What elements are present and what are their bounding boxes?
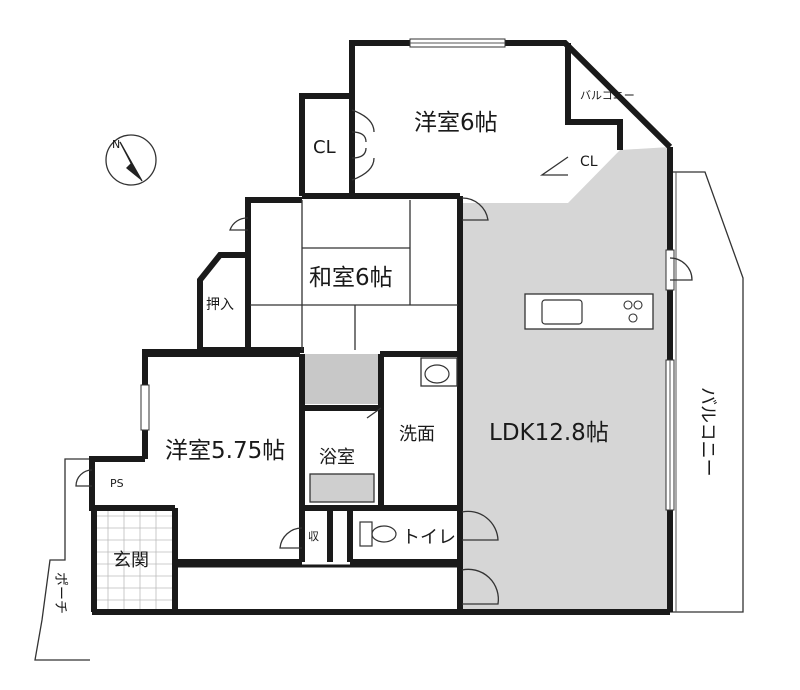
label-ldk: LDK12.8帖 xyxy=(489,420,609,446)
label-bathroom: 浴室 xyxy=(319,447,355,468)
label-storage: 収 xyxy=(308,530,319,543)
label-western-room-north: 洋室6帖 xyxy=(414,110,498,136)
label-washroom: 洗面 xyxy=(399,424,435,445)
label-closet-east: CL xyxy=(580,154,598,170)
porch-outline xyxy=(34,458,90,661)
compass-north-label: N xyxy=(112,138,120,151)
fixtures xyxy=(359,293,654,547)
bathtub xyxy=(309,473,375,503)
walls xyxy=(89,40,673,615)
balcony-east-outline xyxy=(670,171,744,613)
label-closet-north: CL xyxy=(313,137,336,158)
windows xyxy=(140,38,675,511)
label-balcony-east: バルコニー xyxy=(697,387,718,477)
label-western-room-south: 洋室5.75帖 xyxy=(165,438,285,464)
label-pipe-space: PS xyxy=(110,477,124,490)
label-oshiire: 押入 xyxy=(206,297,234,313)
compass: N xyxy=(105,134,157,186)
label-entrance: 玄関 xyxy=(113,550,149,571)
kitchen-counter xyxy=(524,293,654,330)
label-toilet: トイレ xyxy=(402,527,456,548)
hall-gray-area xyxy=(304,354,380,404)
entrance-hatching xyxy=(97,510,172,610)
doors xyxy=(75,109,693,605)
label-japanese-room: 和室6帖 xyxy=(309,265,393,291)
ldk-floor xyxy=(461,147,670,612)
label-porch: ポーチ xyxy=(52,572,68,614)
label-balcony-north: バルコニー xyxy=(580,89,635,102)
tatami-lines xyxy=(250,200,458,350)
